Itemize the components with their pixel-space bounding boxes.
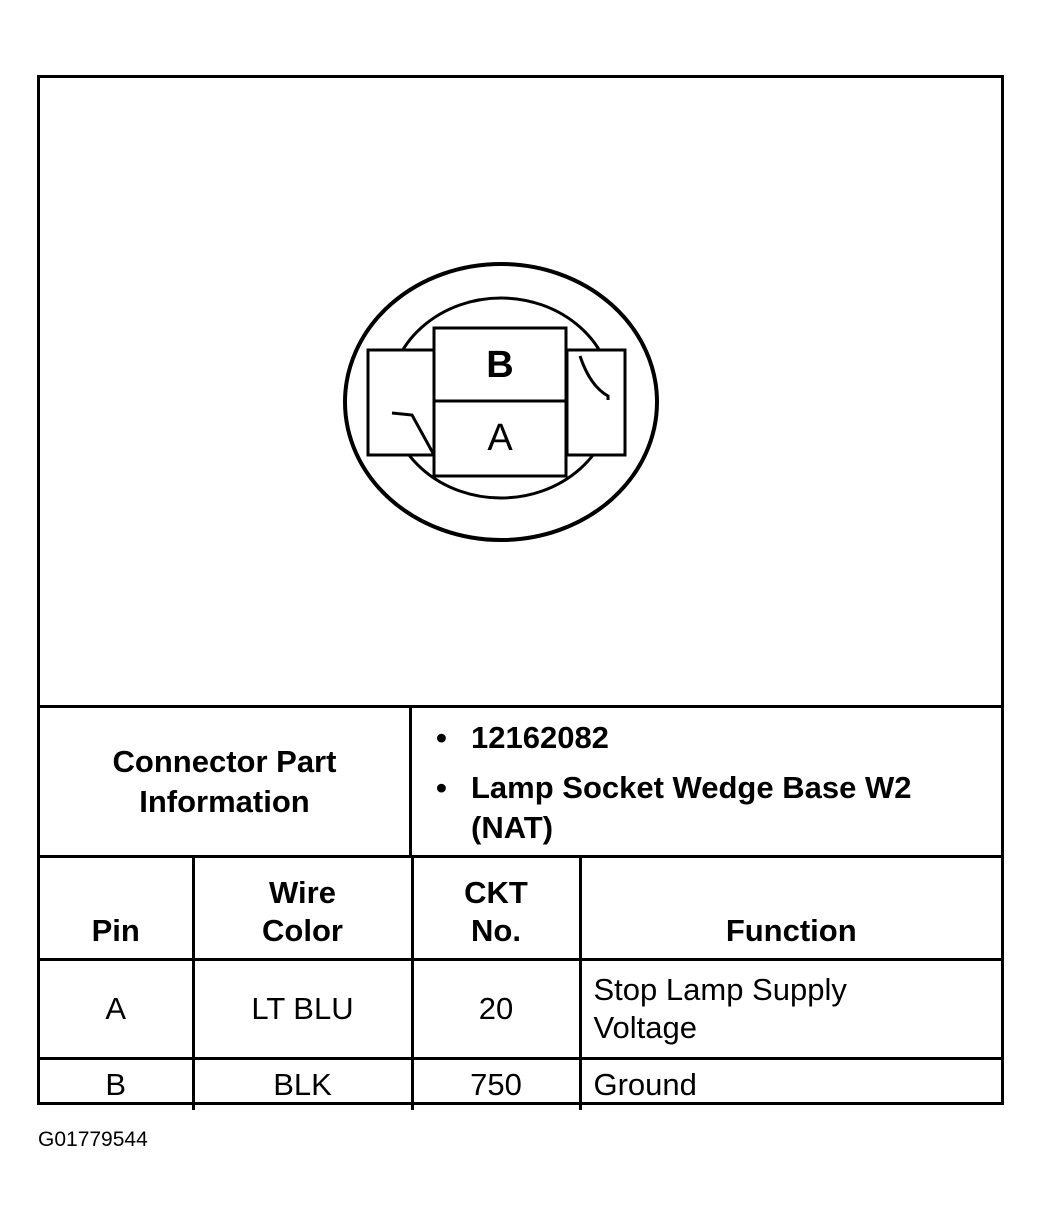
figure-id: G01779544 — [38, 1128, 148, 1151]
part-info-item: • 12162082 — [436, 718, 1001, 758]
header-pin: Pin — [40, 858, 195, 961]
part-info-row: Connector Part Information • 12162082 • … — [40, 708, 1001, 858]
table-row: A LT BLU 20 Stop Lamp Supply Voltage — [40, 958, 1001, 1060]
bullet-icon: • — [436, 770, 447, 805]
cell-pin: B — [40, 1057, 195, 1110]
table-header-row: Pin Wire Color CKT No. Function — [40, 858, 1001, 961]
connector-face-view: B A — [40, 78, 1001, 708]
part-info-values: • 12162082 • Lamp Socket Wedge Base W2 (… — [415, 708, 1001, 855]
part-info-item: • Lamp Socket Wedge Base W2 (NAT) — [436, 768, 1001, 848]
terminal-a-cavity — [432, 399, 568, 478]
part-info-label: Connector Part Information — [40, 708, 412, 855]
header-wire-color: Wire Color — [191, 858, 414, 961]
table-row: B BLK 750 Ground — [40, 1057, 1001, 1110]
cell-wire-color: BLK — [191, 1057, 414, 1110]
cell-ckt-no: 750 — [410, 1057, 582, 1110]
outer-housing — [343, 262, 659, 542]
connector-drawing: B A — [343, 262, 659, 542]
pin-b-label: B — [486, 344, 513, 386]
cell-function: Ground — [578, 1057, 1001, 1110]
cell-function: Stop Lamp Supply Voltage — [578, 958, 1001, 1060]
right-tab — [565, 348, 627, 457]
part-description: Lamp Socket Wedge Base W2 (NAT) — [471, 770, 912, 845]
connector-info-sheet: B A Connector Part Information • 1216208… — [37, 75, 1004, 1110]
right-tab-detent — [578, 355, 610, 400]
bullet-icon: • — [436, 720, 447, 755]
pin-a-label: A — [487, 417, 513, 459]
cell-ckt-no: 20 — [410, 958, 582, 1060]
cell-wire-color: LT BLU — [191, 958, 414, 1060]
left-tab-detent — [391, 411, 436, 456]
cell-pin: A — [40, 958, 195, 1060]
pin-table: Pin Wire Color CKT No. Function A LT BLU… — [40, 858, 1001, 1110]
part-number: 12162082 — [471, 720, 609, 755]
terminal-b-cavity — [432, 326, 568, 403]
header-ckt-no: CKT No. — [410, 858, 582, 961]
header-function: Function — [578, 858, 1001, 961]
